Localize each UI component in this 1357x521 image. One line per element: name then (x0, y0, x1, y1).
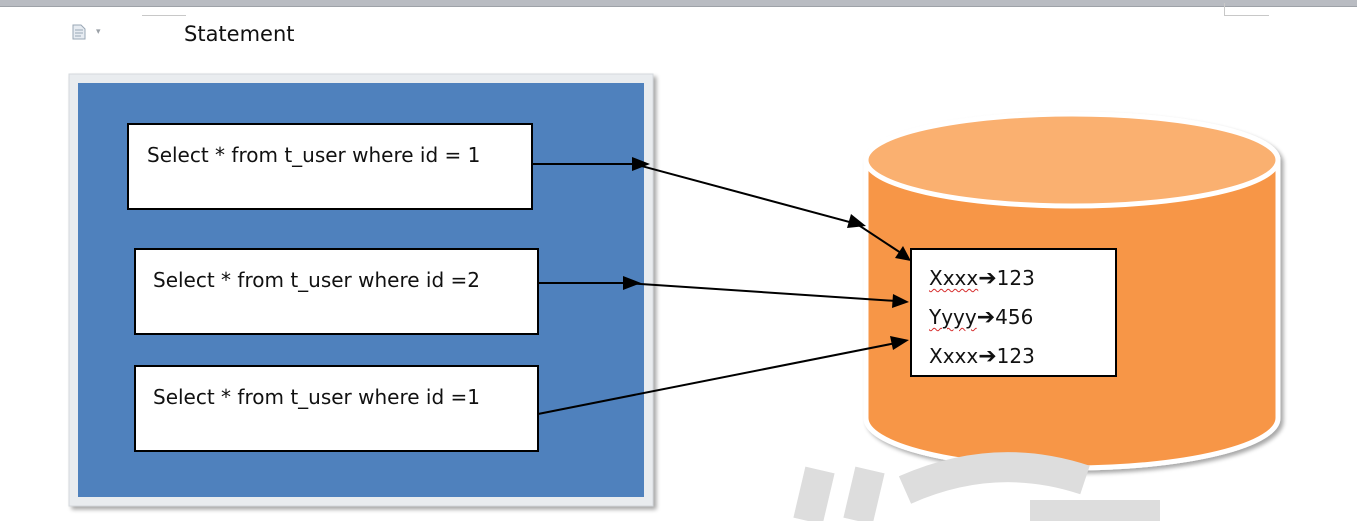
cache-record-2: Yyyy➔456 (929, 305, 1033, 330)
arrowhead-1a (632, 157, 650, 171)
connector-2b (625, 282, 897, 302)
arrowhead-1c (895, 246, 911, 261)
query-box-2 (134, 248, 539, 335)
connector-3 (537, 342, 897, 415)
query-box-3 (134, 365, 539, 452)
query-text-3: Select * from t_user where id =1 (153, 385, 481, 409)
record-key: Xxxx (929, 344, 979, 368)
cache-records-box (910, 248, 1117, 377)
cache-record-1: Xxxx➔123 (929, 266, 1035, 291)
diagram-title: Statement (184, 22, 295, 46)
record-key: Yyyy (929, 305, 977, 329)
record-key: Xxxx (929, 266, 979, 290)
arrow-right-icon: ➔ (976, 305, 996, 330)
record-value: 456 (995, 305, 1034, 329)
query-text-1: Select * from t_user where id = 1 (147, 143, 481, 167)
arrowhead-2a (623, 276, 641, 290)
arrowhead-3 (890, 336, 909, 350)
record-value: 123 (996, 344, 1035, 368)
window-top-edge (0, 0, 1357, 7)
document-icon[interactable] (72, 24, 86, 40)
watermark-strokes (793, 452, 1160, 521)
arrow-right-icon: ➔ (978, 266, 997, 291)
arrow-right-icon: ➔ (978, 344, 997, 369)
dropdown-caret-icon[interactable]: ▾ (96, 26, 101, 36)
page-corner-mark-right (1224, 3, 1269, 16)
cache-record-3: Xxxx➔123 (929, 344, 1035, 369)
page-corner-mark-left (142, 3, 186, 16)
arrowhead-1b (847, 214, 866, 228)
query-text-2: Select * from t_user where id =2 (153, 268, 481, 292)
query-box-1 (127, 123, 533, 210)
record-value: 123 (996, 266, 1035, 290)
arrowhead-2b (892, 294, 909, 308)
